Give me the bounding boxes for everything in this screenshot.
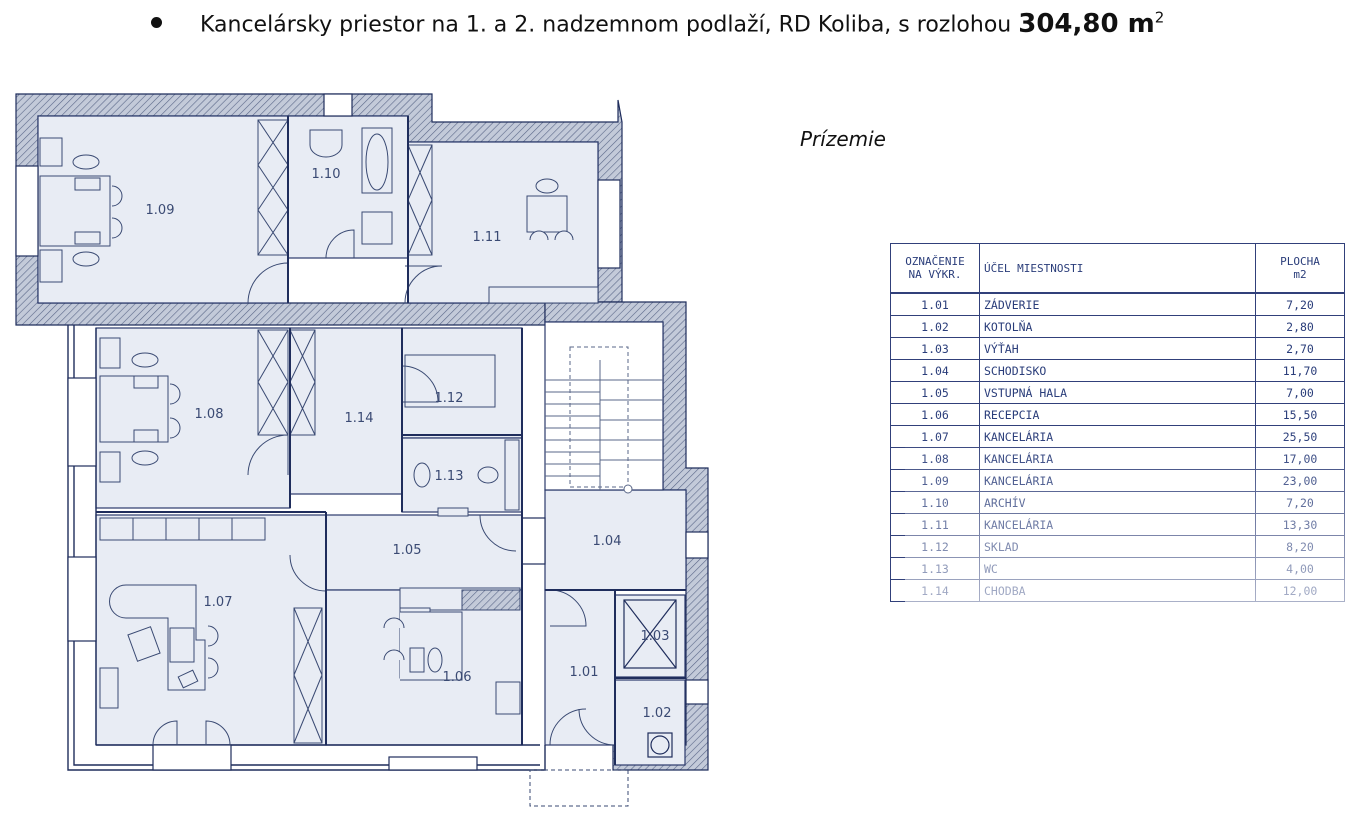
room-1.04: [544, 489, 687, 591]
cell-purpose: RECEPCIA: [979, 403, 1256, 426]
cell-area: 7,20: [1255, 292, 1345, 316]
room-label: 1.11: [473, 230, 502, 245]
floor-name: Prízemie: [800, 127, 886, 151]
room-label: 1.09: [146, 203, 175, 218]
col-header-code-line2: NA VÝKR.: [908, 268, 962, 281]
col-header-extra: [1344, 243, 1345, 294]
cell-extra: [1344, 292, 1345, 316]
room-label: 1.10: [312, 167, 341, 182]
col-header-area-line1: PLOCHA: [1280, 255, 1320, 268]
window: [323, 93, 353, 117]
room-label: 1.14: [345, 411, 374, 426]
area-value: 304,80 m2: [1018, 8, 1165, 39]
windows: [15, 93, 709, 771]
col-header-code-line1: OZNAČENIE: [905, 255, 965, 268]
cell-extra: [1344, 381, 1345, 404]
room-label: 1.05: [393, 543, 422, 558]
room-label: 1.12: [435, 391, 464, 406]
area-number: 304,80 m: [1018, 8, 1155, 39]
cell-code: 1.06: [890, 403, 980, 426]
cell-purpose: VSTUPNÁ HALA: [979, 381, 1256, 404]
room-label: 1.03: [641, 629, 670, 644]
cell-purpose: ZÁDVERIE: [979, 292, 1256, 316]
window: [597, 179, 621, 269]
window: [685, 531, 709, 559]
cell-purpose: VÝŤAH: [979, 337, 1256, 360]
room-label: 1.13: [435, 469, 464, 484]
cell-extra: [1344, 337, 1345, 360]
room-label: 1.07: [204, 595, 233, 610]
staircase: [544, 321, 664, 491]
cell-purpose: SCHODISKO: [979, 359, 1256, 382]
area-sup: 2: [1154, 8, 1165, 26]
stair-treads: [545, 346, 663, 494]
window: [685, 679, 709, 705]
cell-purpose: KOTOLŇA: [979, 315, 1256, 338]
internal-walls: [96, 116, 686, 765]
elevator: [623, 599, 677, 758]
cell-extra: [1344, 315, 1345, 338]
window: [67, 377, 97, 467]
cell-code: 1.01: [890, 292, 980, 316]
furniture: [39, 127, 574, 709]
room-1.11: [407, 141, 599, 304]
window: [388, 756, 478, 771]
cell-area: 15,50: [1255, 403, 1345, 426]
cell-area: 2,80: [1255, 315, 1345, 338]
room-label: 1.01: [570, 665, 599, 680]
heading-text: Kancelársky priestor na 1. a 2. nadzemno…: [200, 12, 1012, 38]
cabinets: [99, 119, 599, 744]
cell-extra: [1344, 403, 1345, 426]
room-1.02: [614, 679, 686, 766]
bullet-icon: [151, 17, 162, 28]
cell-area: 2,70: [1255, 337, 1345, 360]
cell-code: 1.02: [890, 315, 980, 338]
cell-area: 7,00: [1255, 381, 1345, 404]
window: [521, 517, 546, 565]
cell-area: 11,70: [1255, 359, 1345, 382]
room-label: 1.04: [593, 534, 622, 549]
cell-code: 1.05: [890, 381, 980, 404]
window: [152, 744, 232, 771]
window: [67, 556, 97, 642]
cell-extra: [1344, 359, 1345, 382]
room-1.05: [325, 514, 523, 591]
cell-code: 1.04: [890, 359, 980, 382]
room-label: 1.08: [195, 407, 224, 422]
room-label: 1.02: [643, 706, 672, 721]
page-title: Kancelársky priestor na 1. a 2. nadzemno…: [0, 2, 1369, 46]
room-1.03: [614, 594, 686, 678]
window: [15, 165, 39, 257]
cell-code: 1.03: [890, 337, 980, 360]
fade-overlay: [905, 430, 1365, 830]
col-header-area-line2: m2: [1293, 268, 1307, 281]
heading: Kancelársky priestor na 1. a 2. nadzemno…: [200, 8, 1164, 39]
room-labels: 1.09 1.10 1.11 1.08 1.14 1.12 1.13 1.05 …: [146, 167, 672, 721]
col-header-purpose: ÚČEL MIESTNOSTI: [979, 243, 1256, 294]
room-label: 1.06: [443, 670, 472, 685]
room-1.09: [37, 115, 289, 304]
